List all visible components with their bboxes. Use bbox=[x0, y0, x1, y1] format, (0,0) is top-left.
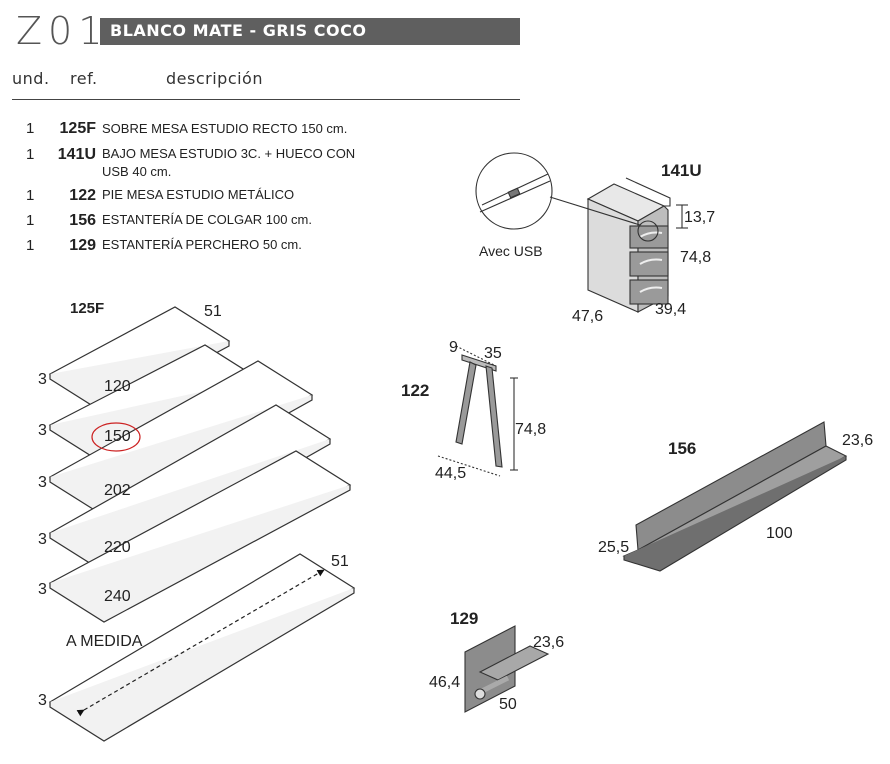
thickness-label: 3 bbox=[38, 474, 47, 491]
item-ref: 156 bbox=[69, 212, 96, 229]
item-desc: BAJO MESA ESTUDIO 3C. + HUECO CON USB 40… bbox=[102, 146, 356, 179]
wall-shelf-height-label: 25,5 bbox=[598, 539, 630, 556]
item-qty: 1 bbox=[26, 187, 35, 204]
coat-shelf-ref: 129 bbox=[450, 609, 479, 628]
col-header-qty: und. bbox=[12, 69, 50, 88]
item-qty: 1 bbox=[26, 146, 35, 163]
unit-depth-label: 47,6 bbox=[572, 308, 604, 325]
highlight-circle bbox=[91, 422, 141, 452]
item-desc: SOBRE MESA ESTUDIO RECTO 150 cm. bbox=[102, 121, 348, 136]
col-header-ref: ref. bbox=[70, 69, 98, 88]
panel-length-label: 120 bbox=[104, 378, 131, 395]
coat-shelf-depth-label: 23,6 bbox=[533, 634, 565, 651]
desk-depth-label: 51 bbox=[204, 303, 222, 320]
item-qty: 1 bbox=[26, 237, 35, 254]
panel-length-label: 240 bbox=[104, 588, 131, 605]
wall-shelf bbox=[622, 421, 848, 572]
leg-top-b-label: 35 bbox=[484, 345, 502, 362]
usb-label: Avec USB bbox=[479, 243, 543, 259]
panel-length-label: 220 bbox=[104, 539, 131, 556]
unit-height-label: 74,8 bbox=[680, 249, 712, 266]
header-divider bbox=[12, 99, 520, 100]
col-header-desc: descripción bbox=[166, 69, 263, 88]
item-ref: 129 bbox=[69, 237, 96, 254]
wall-shelf-ref: 156 bbox=[668, 439, 697, 458]
usb-detail-zoom bbox=[475, 152, 641, 230]
coat-shelf bbox=[464, 625, 550, 713]
finish-title: BLANCO MATE - GRIS COCO bbox=[110, 21, 367, 40]
thickness-label: 3 bbox=[38, 371, 47, 388]
item-qty: 1 bbox=[26, 120, 35, 137]
coat-shelf-height-label: 46,4 bbox=[429, 674, 461, 691]
item-ref: 122 bbox=[69, 187, 96, 204]
item-ref: 125F bbox=[59, 120, 96, 137]
leg-depth-label: 44,5 bbox=[435, 465, 467, 482]
item-ref: 141U bbox=[57, 146, 96, 163]
top-gap-label: 13,7 bbox=[684, 209, 716, 226]
panel-length-label: 202 bbox=[104, 482, 131, 499]
series-code: Z01 bbox=[16, 9, 109, 53]
leg-ref: 122 bbox=[401, 381, 430, 400]
wall-shelf-depth-label: 23,6 bbox=[842, 432, 874, 449]
leg-height-label: 74,8 bbox=[515, 421, 547, 438]
panel-length-label: 150 bbox=[104, 428, 131, 445]
item-desc: PIE MESA ESTUDIO METÁLICO bbox=[102, 187, 295, 202]
thickness-label: 3 bbox=[38, 531, 47, 548]
coat-shelf-length-label: 50 bbox=[499, 696, 517, 713]
custom-depth-label: 51 bbox=[331, 553, 349, 570]
leg-top-a-label: 9 bbox=[449, 339, 458, 356]
title-bar bbox=[100, 18, 520, 45]
wall-shelf-length-label: 100 bbox=[766, 525, 793, 542]
thickness-label: 3 bbox=[38, 422, 47, 439]
item-desc: ESTANTERÍA PERCHERO 50 cm. bbox=[102, 237, 302, 252]
custom-size-label: A MEDIDA bbox=[66, 633, 143, 650]
thickness-label: 3 bbox=[38, 581, 47, 598]
thickness-label: 3 bbox=[38, 692, 47, 709]
item-qty: 1 bbox=[26, 212, 35, 229]
item-desc: ESTANTERÍA DE COLGAR 100 cm. bbox=[102, 212, 312, 227]
desk-top-ref: 125F bbox=[70, 300, 105, 317]
custom-length-arrow bbox=[76, 569, 325, 717]
desk-leg bbox=[437, 345, 518, 477]
drawer-unit-ref: 141U bbox=[661, 161, 702, 180]
drawer-unit bbox=[586, 177, 688, 313]
unit-width-label: 39,4 bbox=[655, 301, 687, 318]
